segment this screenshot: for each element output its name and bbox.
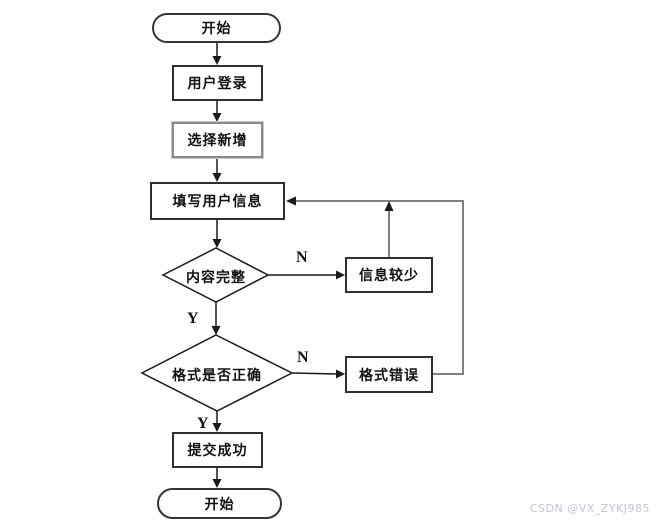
- arrowhead-login-to-select: [212, 113, 222, 122]
- node-fill-user-info-label: 填写用户信息: [172, 194, 263, 210]
- node-content-complete-label: 内容完整: [186, 270, 246, 286]
- connector-format-no-to-format-error: [291, 372, 338, 375]
- arrowhead-fill-to-content: [212, 239, 222, 248]
- edge-label-content-yes: Y: [187, 310, 199, 327]
- node-end-bottom: 开始: [157, 488, 282, 519]
- arrowhead-select-to-fill: [212, 173, 222, 182]
- node-submit-success: 提交成功: [172, 432, 263, 468]
- node-info-less: 信息较少: [345, 257, 433, 293]
- node-end-bottom-label: 开始: [204, 496, 235, 513]
- node-format-error: 格式错误: [345, 356, 433, 393]
- arrowhead-submit-to-end: [212, 479, 222, 488]
- node-fill-user-info: 填写用户信息: [150, 182, 285, 220]
- node-start-top-label: 开始: [201, 21, 232, 37]
- node-select-add-label: 选择新增: [187, 133, 248, 149]
- node-format-correct-label: 格式是否正确: [172, 368, 262, 384]
- arrowhead-info-less-up: [384, 201, 394, 211]
- node-select-add: 选择新增: [171, 121, 264, 159]
- node-submit-success-label: 提交成功: [187, 443, 248, 459]
- node-user-login-label: 用户登录: [187, 76, 248, 92]
- node-info-less-label: 信息较少: [359, 268, 419, 284]
- node-format-error-label: 格式错误: [359, 367, 419, 384]
- connector-format-error-to-fill-info: [295, 200, 464, 375]
- node-start-top: 开始: [152, 13, 281, 43]
- arrowhead-into-fill-info: [286, 196, 296, 206]
- arrowhead-format-no: [336, 369, 345, 379]
- edge-label-format-yes: Y: [197, 415, 209, 432]
- arrowhead-format-yes: [212, 423, 222, 432]
- node-user-login: 用户登录: [172, 65, 263, 101]
- arrowhead-content-yes: [211, 326, 221, 335]
- arrowhead-content-no: [336, 270, 345, 280]
- arrowhead-start-to-login: [212, 56, 222, 65]
- watermark-text: CSDN @VX_ZYKJ985: [529, 502, 650, 515]
- edge-label-format-no: N: [297, 349, 309, 366]
- edge-label-content-no: N: [296, 249, 308, 266]
